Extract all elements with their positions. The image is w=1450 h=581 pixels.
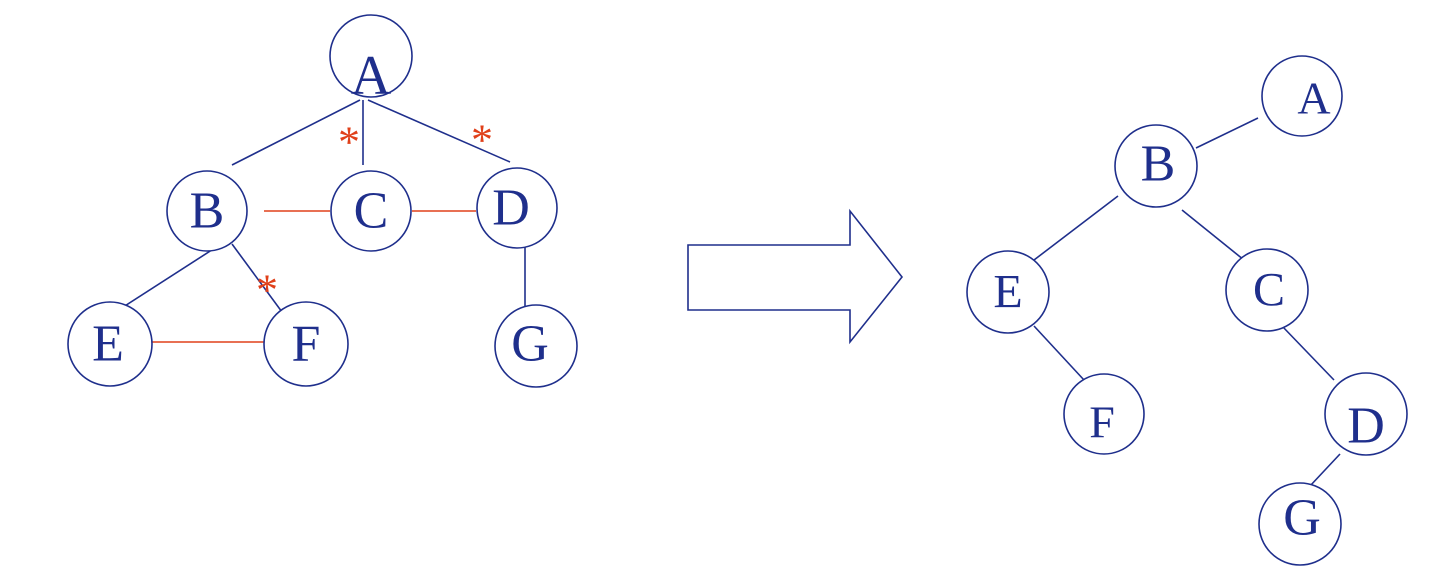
right-node-d-circle (1324, 372, 1408, 456)
left-node-f: F (263, 301, 349, 387)
right-node-g-circle (1258, 482, 1342, 566)
left-node-a: A (329, 14, 413, 107)
left-edge-a-b (231, 99, 361, 166)
left-node-e-circle (67, 301, 153, 387)
right-edge-e-f (1033, 325, 1085, 381)
right-node-e-label: E (993, 266, 1022, 319)
right-edge-a-b (1195, 117, 1259, 149)
left-node-a-label: A (351, 45, 392, 107)
right-node-b-circle (1114, 124, 1198, 208)
right-node-d: D (1324, 372, 1408, 456)
right-edge-b-e (1033, 195, 1119, 261)
right-node-a-label: A (1297, 73, 1330, 124)
right-node-d-label: D (1347, 398, 1385, 455)
transform-arrow-shape (687, 208, 904, 345)
left-node-c-circle (330, 170, 412, 252)
left-node-c: C (330, 170, 412, 252)
right-tree: A B E C F D G (966, 55, 1408, 566)
right-arrow-icon (687, 208, 904, 345)
left-node-g-circle (494, 304, 578, 388)
left-node-b: B (166, 170, 248, 252)
left-removed-mark-b-f: * (256, 266, 278, 315)
left-node-b-circle (166, 170, 248, 252)
left-node-g: G (494, 304, 578, 388)
right-edge-c-d (1281, 325, 1335, 381)
right-node-c-circle (1225, 248, 1309, 332)
left-edge-b-f (231, 243, 283, 313)
right-edge-d-g (1309, 453, 1341, 487)
left-node-a-circle (329, 14, 413, 98)
left-node-e-label: E (92, 316, 124, 373)
right-node-e: E (966, 250, 1050, 334)
right-node-f: F (1063, 373, 1145, 455)
right-node-c-label: C (1253, 264, 1285, 317)
right-node-a: A (1261, 55, 1343, 137)
right-node-b: B (1114, 124, 1198, 208)
right-node-e-circle (966, 250, 1050, 334)
left-tree: * * * A B C D E F G (67, 14, 578, 388)
right-node-g: G (1258, 482, 1342, 566)
left-node-d-label: D (492, 180, 530, 237)
left-node-d: D (476, 167, 558, 249)
left-node-c-label: C (354, 183, 389, 240)
left-node-g-label: G (511, 316, 549, 373)
left-node-f-circle (263, 301, 349, 387)
left-removed-mark-a-d: * (471, 116, 493, 165)
right-node-a-circle (1261, 55, 1343, 137)
right-edge-b-c (1181, 209, 1245, 261)
left-node-e: E (67, 301, 153, 387)
left-node-f-label: F (292, 316, 321, 373)
left-node-b-label: B (190, 183, 225, 240)
left-edge-a-d (367, 99, 511, 163)
right-node-g-label: G (1283, 490, 1321, 547)
right-node-c: C (1225, 248, 1309, 332)
right-node-f-label: F (1089, 397, 1115, 448)
left-node-d-circle (476, 167, 558, 249)
right-node-f-circle (1063, 373, 1145, 455)
left-removed-mark-a-c: * (338, 118, 360, 167)
right-node-b-label: B (1141, 136, 1176, 193)
